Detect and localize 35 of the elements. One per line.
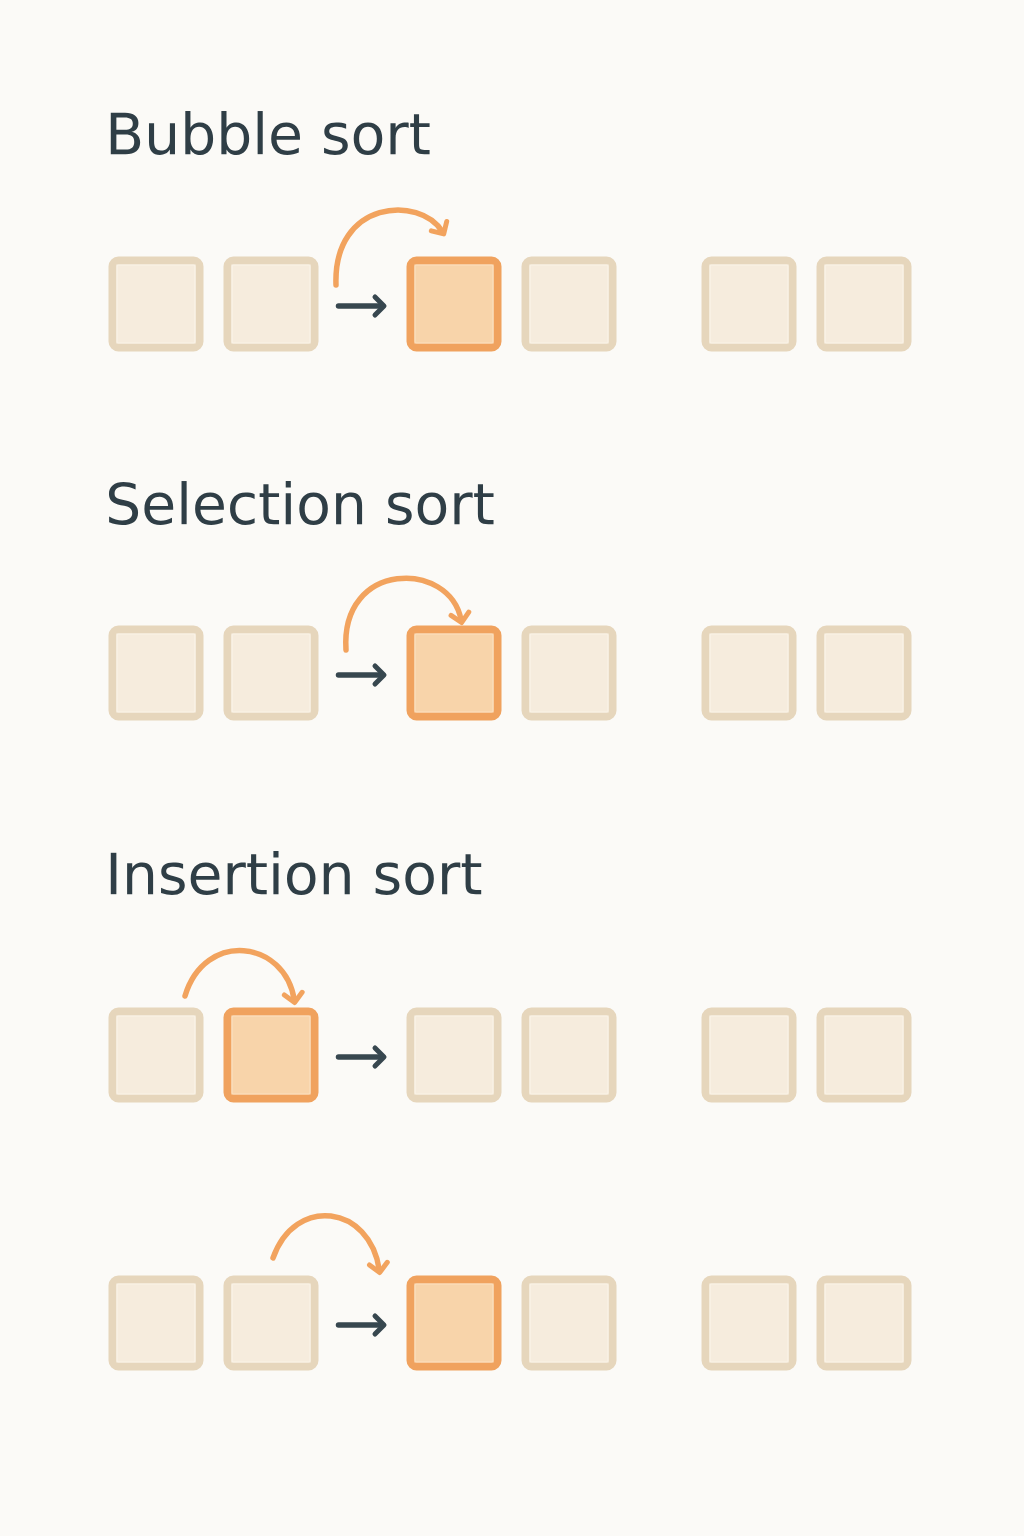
arrow xyxy=(335,294,387,318)
array-box xyxy=(108,1275,204,1371)
arrow xyxy=(335,1313,387,1337)
arrow xyxy=(335,1045,387,1069)
array-box xyxy=(701,1007,797,1103)
section-heading: Bubble sort xyxy=(110,111,430,155)
array-box xyxy=(521,625,617,721)
section-heading: Insertion sort xyxy=(110,851,482,895)
array-box xyxy=(701,256,797,352)
array-box xyxy=(406,1007,502,1103)
array-box xyxy=(223,1275,319,1371)
array-box xyxy=(406,625,502,721)
array-box xyxy=(521,256,617,352)
section-heading: Selection sort xyxy=(108,481,494,525)
array-box xyxy=(108,625,204,721)
array-box xyxy=(816,256,912,352)
array-box xyxy=(406,256,502,352)
array-box xyxy=(223,1007,319,1103)
curved-arrow xyxy=(333,207,450,288)
array-box xyxy=(521,1007,617,1103)
array-box xyxy=(108,256,204,352)
curved-arrow xyxy=(343,575,472,653)
array-box xyxy=(816,625,912,721)
array-box xyxy=(816,1007,912,1103)
array-box xyxy=(223,625,319,721)
array-box xyxy=(701,1275,797,1371)
array-box xyxy=(701,625,797,721)
curved-arrow xyxy=(270,1213,390,1276)
arrow xyxy=(335,663,387,687)
array-box xyxy=(406,1275,502,1371)
array-box xyxy=(108,1007,204,1103)
array-box xyxy=(816,1275,912,1371)
array-box xyxy=(521,1275,617,1371)
curved-arrow xyxy=(182,948,305,1006)
array-box xyxy=(223,256,319,352)
